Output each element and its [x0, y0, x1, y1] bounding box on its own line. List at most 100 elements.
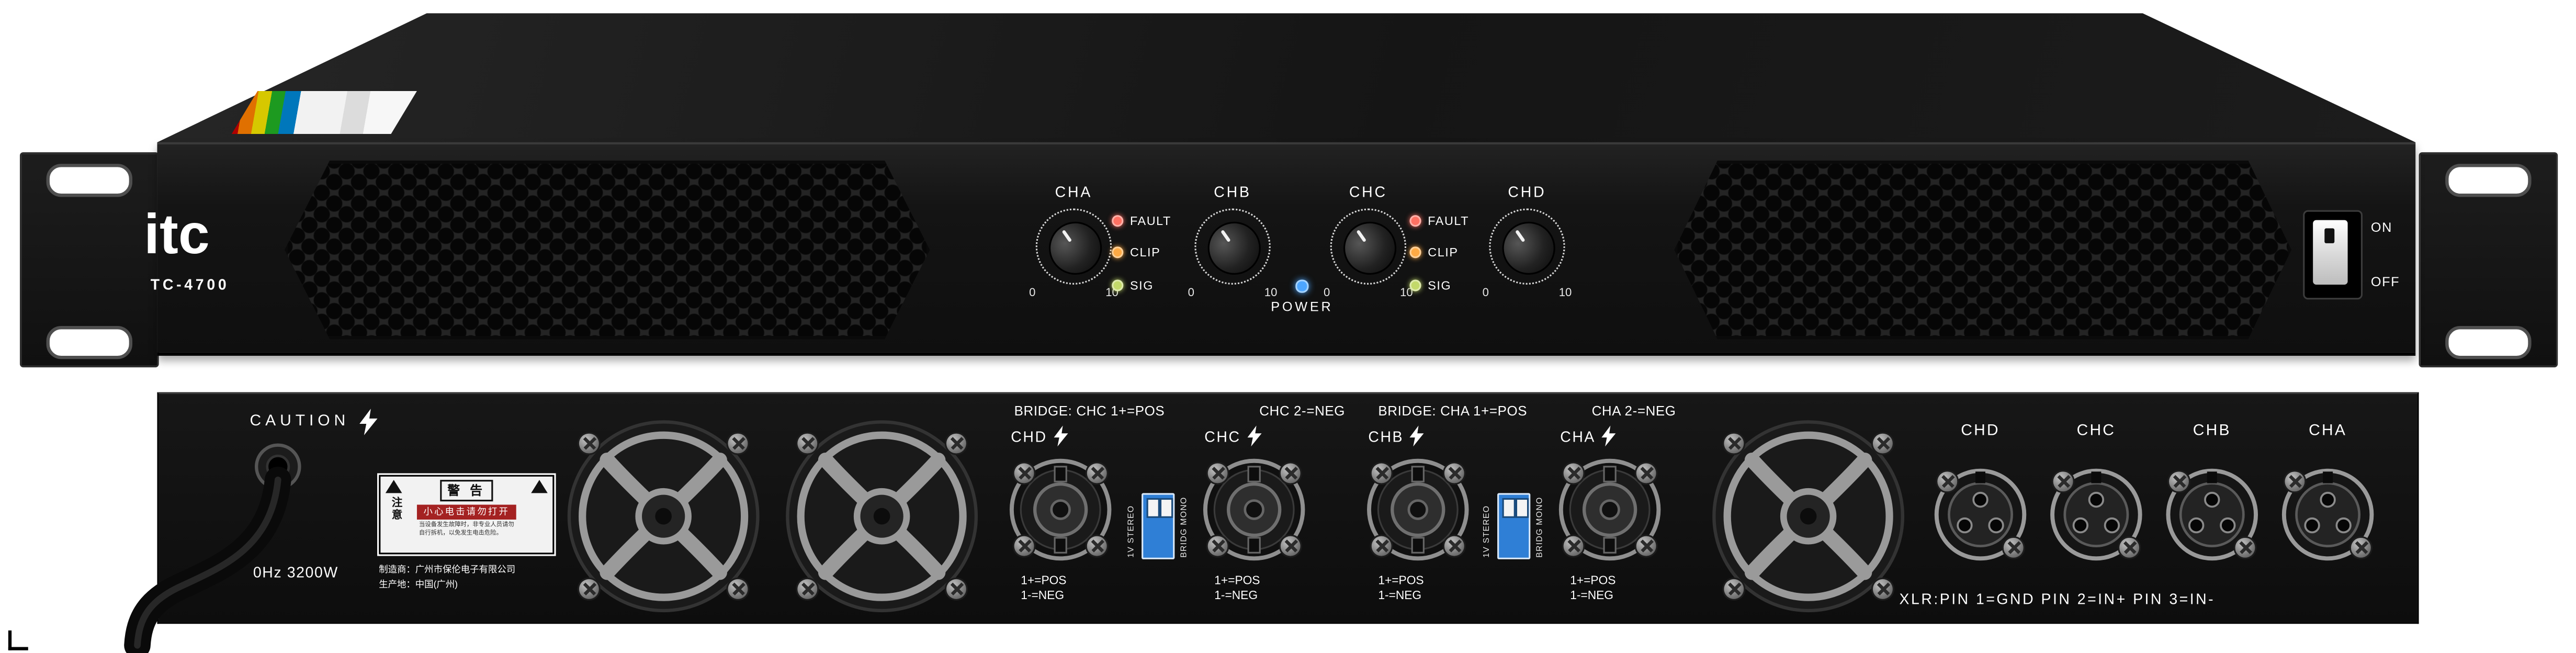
knob-pointer — [1492, 211, 1566, 285]
power-rating-label: 0Hz 3200W — [253, 564, 338, 581]
led-column-right: FAULT CLIP SIG — [1409, 212, 1469, 292]
screw-icon — [1563, 536, 1584, 556]
xlr-label-chd: CHD — [1961, 422, 2000, 441]
scale-min: 0 — [1324, 288, 1330, 300]
led-row: SIG — [1409, 277, 1469, 292]
knob-scale: 0 10 — [1324, 288, 1413, 299]
clip-led-icon — [1112, 246, 1124, 258]
channel-label: CHA — [1055, 184, 1093, 200]
scale-max: 10 — [1400, 288, 1413, 300]
channel-label: CHB — [1368, 427, 1404, 445]
mode-dip-switch-right — [1497, 493, 1531, 559]
power-indicator: POWER — [1252, 279, 1352, 313]
knob-scale: 0 10 — [1483, 288, 1572, 299]
screw-icon — [579, 579, 599, 599]
manufacturer-label: 制造商：广州市保伦电子有限公司 — [379, 566, 516, 576]
brand-logo: itc — [144, 203, 210, 267]
pin-pos: 1+=POS — [1021, 572, 1067, 588]
screw-icon — [1444, 463, 1464, 483]
screw-icon — [1563, 463, 1584, 483]
pin-pos: 1+=POS — [1570, 572, 1616, 588]
channel-label: CHA — [1560, 427, 1596, 445]
screw-icon — [2053, 471, 2073, 492]
warning-title-row: 警 告 — [440, 480, 492, 502]
volume-knob-chc — [1330, 208, 1407, 285]
led-column-left: FAULT CLIP SIG — [1112, 212, 1171, 292]
screw-icon — [946, 579, 966, 599]
bridge-note-right: BRIDGE: CHA 1+=POS CHA 2-=NEG — [1378, 404, 1676, 419]
knob-scale: 0 10 — [1029, 288, 1118, 299]
rack-mount-slot — [2445, 164, 2532, 197]
xlr-connector-chb — [2166, 468, 2258, 561]
warning-title: 警 告 — [440, 480, 492, 502]
pin-neg: 1-=NEG — [1570, 587, 1613, 603]
cooling-fan-icon — [786, 420, 978, 613]
speakon-connector-cha — [1558, 458, 1661, 561]
bridge-note-a: BRIDGE: CHC 1+=POS — [1014, 403, 1165, 419]
screw-icon — [1636, 536, 1656, 556]
power-cord — [124, 443, 301, 653]
led-row: CLIP — [1409, 245, 1469, 260]
screw-icon — [1371, 463, 1392, 483]
pin-neg: 1-=NEG — [1214, 587, 1258, 603]
pin-neg: 1-=NEG — [1021, 587, 1065, 603]
screw-icon — [1014, 536, 1034, 556]
warning-side-text: 注意 — [389, 496, 401, 522]
screw-icon — [1207, 536, 1228, 556]
screw-icon — [2235, 537, 2255, 558]
screw-icon — [1280, 536, 1301, 556]
power-rocker-switch — [2303, 210, 2363, 300]
knob-pointer — [1197, 211, 1271, 285]
screw-icon — [1872, 579, 1893, 599]
bridge-note-b: CHA 2-=NEG — [1591, 403, 1676, 419]
bridge-note-a: BRIDGE: CHA 1+=POS — [1378, 403, 1528, 419]
xlr-connector-cha — [2281, 468, 2374, 561]
amp-front-panel: itc TC-4700 CHA 0 10 FAULT CLIP SIG CHB … — [144, 142, 2416, 356]
screw-icon — [1371, 536, 1392, 556]
pin-pos: 1+=POS — [1378, 572, 1424, 588]
screw-icon — [946, 433, 966, 454]
rack-ear-right — [2419, 152, 2558, 368]
power-led-label: POWER — [1271, 298, 1334, 314]
ventilation-grille-left — [284, 160, 930, 340]
screw-icon — [2285, 471, 2305, 492]
screw-icon — [1937, 471, 1958, 492]
screw-icon — [1087, 536, 1107, 556]
channel-cha: CHA 0 10 — [1016, 184, 1132, 299]
volume-knob-cha — [1035, 208, 1113, 285]
scale-max: 10 — [1264, 288, 1278, 300]
xlr-pinout-note: XLR:PIN 1=GND PIN 2=IN+ PIN 3=IN- — [1899, 591, 2216, 607]
speakon-label-cha: CHA — [1560, 425, 1617, 447]
bridge-note-b: CHC 2-=NEG — [1259, 403, 1346, 419]
screw-icon — [579, 433, 599, 454]
speakon-connector-chc — [1203, 458, 1305, 561]
channel-label: CHB — [1214, 184, 1251, 200]
lightning-bolt-icon — [1247, 425, 1262, 447]
screw-icon — [1014, 463, 1034, 483]
screw-icon — [1636, 463, 1656, 483]
screw-icon — [1724, 579, 1744, 599]
channel-label: CHC — [1204, 427, 1241, 445]
rack-mount-slot — [2445, 326, 2532, 359]
channel-label: CHD — [1011, 427, 1047, 445]
xlr-label-cha: CHA — [2309, 422, 2347, 441]
screw-icon — [2119, 537, 2140, 558]
lightning-bolt-icon — [1410, 425, 1425, 447]
dip-label: BRIDG MONO — [1179, 497, 1190, 558]
led-row: SIG — [1112, 277, 1171, 292]
screw-icon — [1087, 463, 1107, 483]
mode-dip-switch-left — [1142, 493, 1175, 559]
screw-icon — [1444, 536, 1464, 556]
screw-icon — [728, 579, 748, 599]
knob-pointer — [1333, 211, 1407, 285]
speakon-label-chd: CHD — [1011, 425, 1068, 447]
scale-min: 0 — [1029, 288, 1036, 300]
led-row: FAULT — [1112, 212, 1171, 228]
xlr-label-chb: CHB — [2193, 422, 2231, 441]
scale-min: 0 — [1482, 288, 1489, 300]
warning-sticker: 注意 警 告 小心电击请勿打开 当设备发生故障时，非专业人员请勿 自行拆机，以免… — [379, 475, 555, 555]
led-row: CLIP — [1112, 245, 1171, 260]
fault-led-icon — [1409, 214, 1421, 226]
